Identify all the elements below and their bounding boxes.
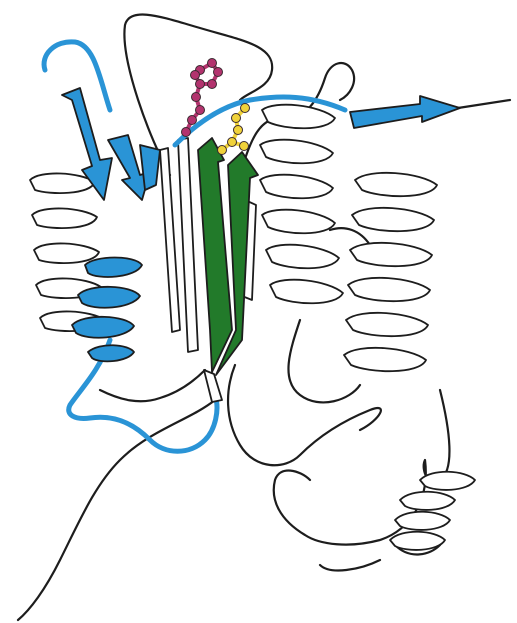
white-helix-far-right (344, 173, 437, 371)
white-strand-2 (160, 148, 180, 332)
blue-strand-right-arrow (350, 96, 460, 128)
green-strand-1 (198, 138, 232, 372)
lower-winding-loop (228, 365, 381, 465)
white-strand-1 (178, 138, 198, 352)
blue-helix (72, 258, 142, 362)
n-terminal-tail (18, 400, 215, 620)
white-helix-center-right (260, 105, 343, 304)
green-strand-underside (204, 370, 222, 402)
white-helix-bottom (390, 472, 475, 550)
c-terminal-tail (458, 100, 510, 108)
left-lower-loop (100, 370, 205, 401)
